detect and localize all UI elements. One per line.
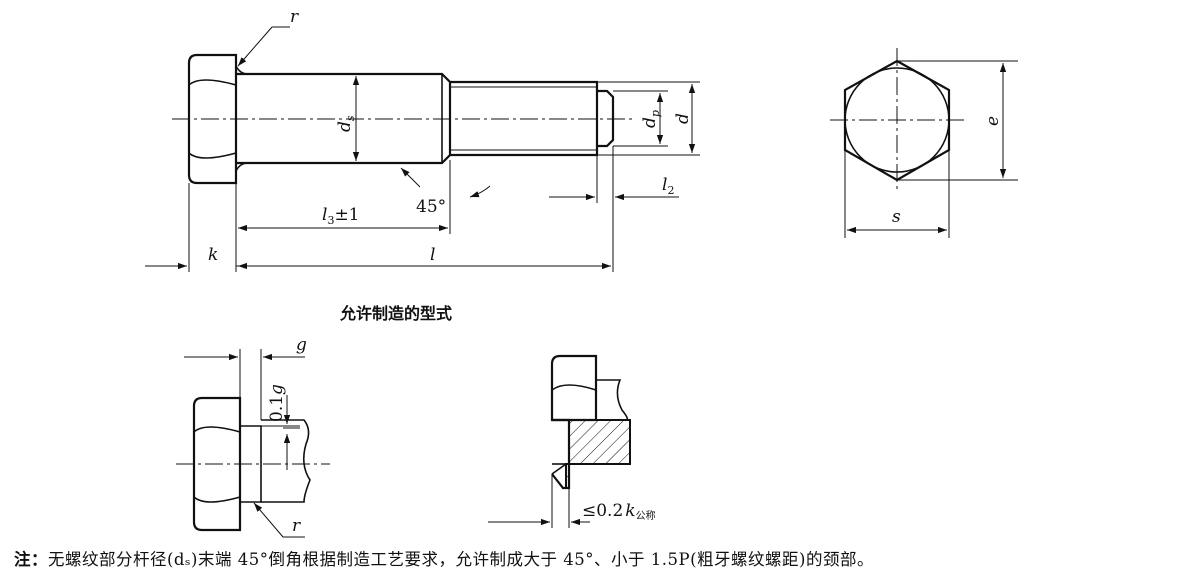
- angle-label: 45°: [416, 197, 446, 217]
- hex-end-view: e s: [830, 48, 1018, 238]
- r-label-top: r: [290, 7, 299, 27]
- ds-label: ds: [335, 115, 357, 132]
- l2-label: l2: [662, 175, 674, 197]
- l3-label: l3±1: [322, 205, 360, 227]
- d-label: d: [673, 113, 693, 124]
- e-label: e: [983, 116, 1003, 126]
- bolt-drawing: r ds dp d 45° l3±1 l2: [145, 7, 1018, 538]
- r-label-bottom: r: [292, 516, 301, 536]
- g-label: g: [296, 335, 307, 355]
- dp-label: dp: [640, 110, 662, 128]
- footnote-prefix: 注：: [14, 550, 48, 569]
- g01-label: 0.1g: [267, 384, 287, 422]
- main-side-view: r ds dp d 45° l3±1 l2: [145, 7, 700, 272]
- neck-detail-view: g 0.1g r: [176, 335, 330, 538]
- s-label: s: [892, 207, 901, 227]
- l-label: l: [430, 245, 435, 265]
- variant-caption: 允许制造的型式: [339, 304, 452, 323]
- footnote-text: 无螺纹部分杆径(dₛ)末端 45°倒角根据制造工艺要求，允许制成大于 45°、小…: [48, 550, 874, 569]
- k-label: k: [208, 245, 218, 265]
- footnote: 注：无螺纹部分杆径(dₛ)末端 45°倒角根据制造工艺要求，允许制成大于 45°…: [14, 546, 1184, 570]
